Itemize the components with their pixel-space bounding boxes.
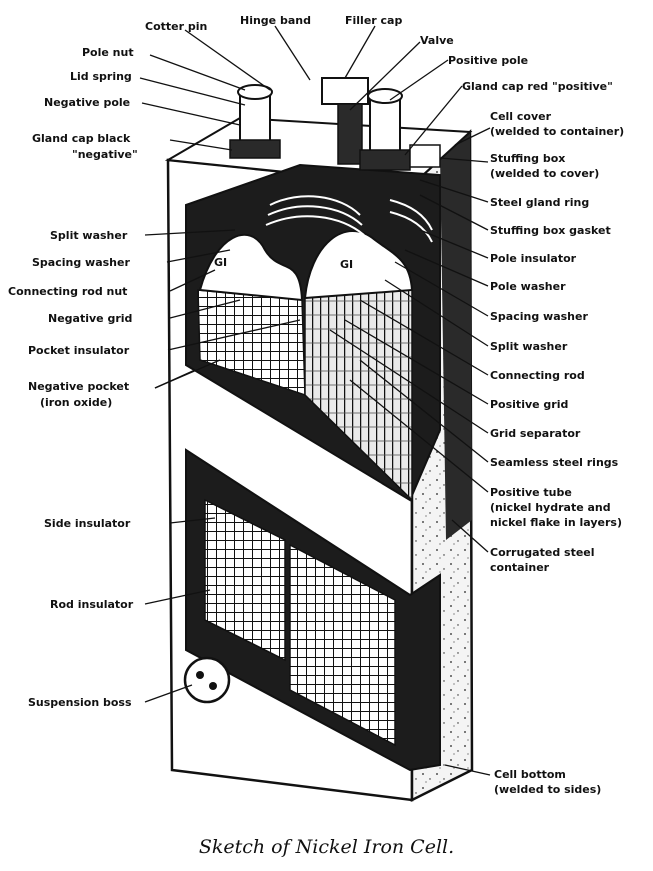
cell-body: GI GI <box>164 116 474 803</box>
label-negative-pocket-2: (iron oxide) <box>40 396 112 409</box>
label-positive-tube-1: Positive tube <box>490 486 572 499</box>
label-spacing-washer-right: Spacing washer <box>490 310 588 323</box>
label-split-washer-left: Split washer <box>50 229 128 242</box>
plate-stack-lines <box>265 195 433 243</box>
label-connecting-rod: Connecting rod <box>490 369 585 382</box>
gi-mark-right: GI <box>340 258 353 271</box>
label-cell-cover-2: (welded to container) <box>490 125 624 138</box>
label-pole-washer: Pole washer <box>490 280 566 293</box>
label-seamless-steel-rings: Seamless steel rings <box>490 456 619 469</box>
label-stuffing-box-gasket: Stuffing box gasket <box>490 224 611 237</box>
label-positive-tube-3: nickel flake in layers) <box>490 516 622 529</box>
suspension-boss <box>183 656 231 704</box>
label-stuffing-box-1: Stuffing box <box>490 152 565 165</box>
label-rod-insulator: Rod insulator <box>50 598 134 611</box>
label-gland-cap-red: Gland cap red "positive" <box>462 80 613 93</box>
figure-caption: Sketch of Nickel Iron Cell. <box>198 836 455 858</box>
label-negative-pocket-1: Negative pocket <box>28 380 129 393</box>
label-corrugated-container-1: Corrugated steel <box>490 546 595 559</box>
gi-mark-left: GI <box>214 256 227 269</box>
label-stuffing-box-2: (welded to cover) <box>490 167 599 180</box>
label-split-washer-right: Split washer <box>490 340 568 353</box>
label-lid-spring: Lid spring <box>70 70 132 83</box>
valve <box>337 103 363 165</box>
label-gland-cap-black-2: "negative" <box>72 148 138 161</box>
label-cell-cover-1: Cell cover <box>490 110 552 123</box>
label-filler-cap: Filler cap <box>345 14 402 27</box>
lower-grid-left <box>204 498 286 662</box>
label-cell-bottom-2: (welded to sides) <box>494 783 601 796</box>
label-pocket-insulator: Pocket insulator <box>28 344 130 357</box>
label-positive-grid: Positive grid <box>490 398 568 411</box>
leader-lines <box>139 25 491 776</box>
label-steel-gland-ring: Steel gland ring <box>490 196 589 209</box>
label-pole-insulator: Pole insulator <box>490 252 577 265</box>
label-gland-cap-black-1: Gland cap black <box>32 132 131 145</box>
label-positive-tube-2: (nickel hydrate and <box>490 501 611 514</box>
label-valve: Valve <box>420 34 454 47</box>
label-corrugated-container-2: container <box>490 561 550 574</box>
label-negative-grid: Negative grid <box>48 312 132 325</box>
label-cell-bottom-1: Cell bottom <box>494 768 566 781</box>
label-negative-pole: Negative pole <box>44 96 130 109</box>
label-positive-pole: Positive pole <box>448 54 528 67</box>
lower-grid-right <box>289 543 396 747</box>
stuffing-box <box>409 144 441 168</box>
label-spacing-washer-left: Spacing washer <box>32 256 130 269</box>
container-edge <box>440 132 472 540</box>
label-hinge-band: Hinge band <box>240 14 311 27</box>
negative-gland-cap <box>229 139 281 159</box>
label-grid-separator: Grid separator <box>490 427 581 440</box>
label-suspension-boss: Suspension boss <box>28 696 132 709</box>
labels: Cotter pin Hinge band Filler cap Valve P… <box>8 14 624 796</box>
positive-plate-tops <box>303 230 414 300</box>
label-connecting-rod-nut: Connecting rod nut <box>8 285 127 298</box>
label-side-insulator: Side insulator <box>44 517 131 530</box>
label-pole-nut: Pole nut <box>82 46 134 59</box>
positive-gland-cap <box>359 149 411 171</box>
label-cotter-pin: Cotter pin <box>145 20 207 33</box>
